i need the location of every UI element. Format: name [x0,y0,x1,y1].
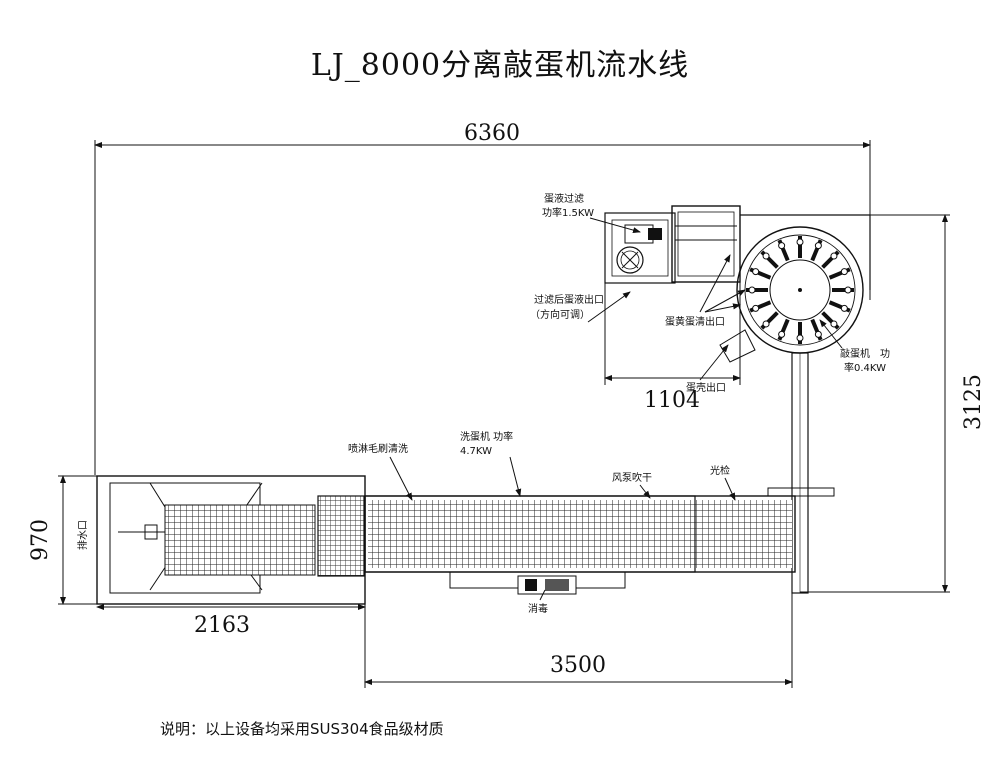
label-disinfect: 消毒 [528,602,548,615]
breaker-cup-head [830,252,838,260]
dimension-filter-offset: 1104 [604,375,741,413]
dimension-washer-height: 970 [28,475,97,605]
dim-6360: 6360 [464,121,520,146]
breaker-cup-head [752,304,760,312]
breaker-cups [746,236,854,344]
breaker-cup-head [796,334,804,342]
breaker-cup-head [778,242,786,250]
label-filter-1: 蛋液过滤 [544,192,584,205]
label-drain: 排水口 [76,520,89,550]
egg-breaker-machine [719,214,871,594]
label-breaker-2: 率0.4KW [844,361,886,374]
label-outlet-1: 过滤后蛋液出口 [534,293,604,306]
label-yolk-white: 蛋黄蛋清出口 [665,315,725,328]
label-outlet-2: （方向可调） [530,308,590,321]
label-breaker-1: 敲蛋机 功 [840,347,890,360]
dim-970: 970 [28,519,53,561]
breaker-cup-head [752,268,760,276]
page-title: LJ_8000分离敲蛋机流水线 [310,48,690,83]
material-note: 说明：以上设备均采用SUS304食品级材质 [160,720,444,738]
label-candling: 光检 [710,464,730,477]
label-shell-outlet: 蛋壳出口 [686,381,726,394]
egg-liquid-filter [604,205,741,385]
conveyor-line [364,495,796,688]
breaker-cup-head [844,286,852,294]
breaker-cup-head [830,320,838,328]
callouts: 蛋液过滤 功率1.5KW 过滤后蛋液出口 （方向可调） 蛋黄蛋清出口 蛋壳出口 … [348,192,890,615]
breaker-cup-head [762,252,770,260]
dim-3125: 3125 [961,374,986,430]
breaker-cup-head [778,330,786,338]
label-washer-1: 洗蛋机 功率 [460,430,513,443]
breaker-cup-head [796,238,804,246]
breaker-cup-head [748,286,756,294]
breaker-cup-head [814,242,822,250]
dim-3500: 3500 [550,653,606,678]
dimension-washer-width: 2163 [96,604,366,638]
egg-washer-tank: 排水口 [76,475,366,605]
breaker-cup-head [840,268,848,276]
label-washer-2: 4.7KW [460,446,492,457]
breaker-cup-head [840,304,848,312]
label-filter-2: 功率1.5KW [542,206,594,219]
dim-1104: 1104 [644,388,700,413]
dimension-total-width: 6360 [94,121,871,475]
breaker-cup-head [762,320,770,328]
breaker-cup-head [814,330,822,338]
label-fan-dry: 风泵吹干 [612,471,652,484]
dimension-conveyor-length: 3500 [364,653,793,685]
dim-2163: 2163 [194,613,250,638]
label-spray-brush: 喷淋毛刷清洗 [348,442,408,455]
